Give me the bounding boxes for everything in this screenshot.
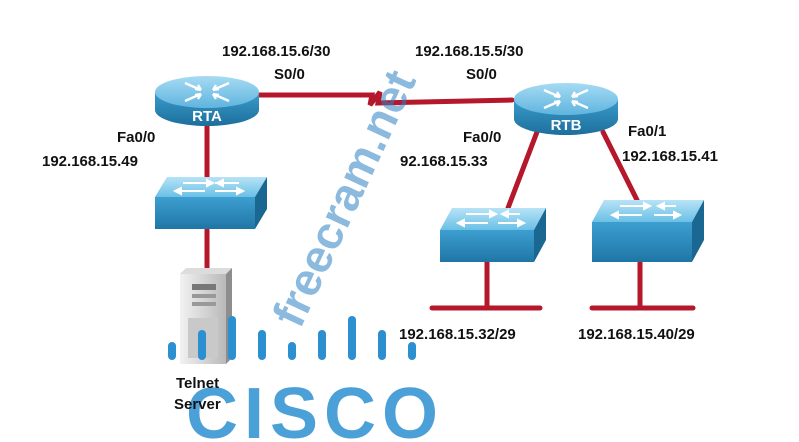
router-icon — [543, 88, 589, 110]
lan-b1-subnet: 192.168.15.32/29 — [399, 326, 516, 343]
rta-serial-if: S0/0 — [274, 66, 305, 83]
switch-icon — [172, 178, 246, 196]
rtb-fa0-if: Fa0/0 — [463, 129, 501, 146]
rta-fa-ip: 192.168.15.49 — [42, 153, 138, 170]
server-label-line1: Telnet — [176, 375, 219, 392]
cisco-bars-icon — [168, 316, 416, 360]
rtb-fa1-if: Fa0/1 — [628, 123, 666, 140]
rtb-serial-if: S0/0 — [466, 66, 497, 83]
server-label-line2: Server — [174, 396, 221, 413]
link-rtb-switch-b2 — [600, 129, 640, 203]
lan-b2-subnet: 192.168.15.40/29 — [578, 326, 695, 343]
rtb-serial-ip: 192.168.15.5/30 — [415, 43, 523, 60]
rta-fa-if: Fa0/0 — [117, 129, 155, 146]
serial-link — [255, 90, 515, 107]
cisco-wordmark: CISCO — [186, 374, 444, 442]
links — [204, 90, 696, 311]
router-rtb[interactable]: RTB — [514, 83, 618, 135]
rta-serial-ip: 192.168.15.6/30 — [222, 43, 330, 60]
router-rta[interactable]: RTA — [155, 76, 259, 126]
rtb-fa1-ip: 192.168.15.41 — [622, 148, 718, 165]
switch-b2[interactable] — [592, 200, 704, 262]
switch-a[interactable] — [155, 177, 267, 229]
router-icon — [184, 81, 230, 103]
rtb-fa0-ip: 92.168.15.33 — [400, 153, 488, 170]
rtb-label: RTB — [551, 117, 582, 134]
cisco-logo: CISCO — [168, 316, 444, 442]
telnet-server[interactable] — [180, 268, 232, 364]
rta-label: RTA — [192, 108, 222, 125]
switch-b1[interactable] — [440, 208, 546, 262]
switch-icon — [455, 209, 527, 228]
watermark: freecram.net — [262, 62, 426, 334]
switch-icon — [609, 201, 683, 220]
link-rtb-switch-b1 — [505, 129, 540, 211]
